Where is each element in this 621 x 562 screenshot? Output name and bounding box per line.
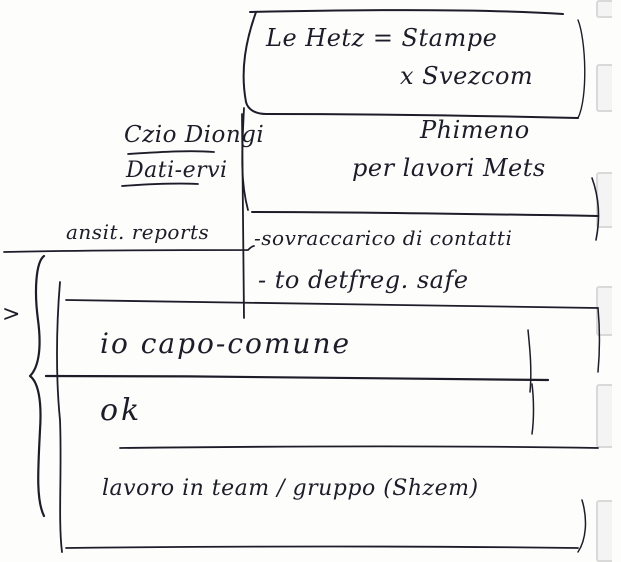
binder-tab: [596, 286, 612, 336]
table-row-3: lavoro in team / gruppo (Shzem): [102, 476, 479, 501]
margin-arrow: >: [2, 302, 21, 327]
binder-tab: [596, 64, 612, 112]
top-box-line-1: Le Hetz = Stampe: [266, 24, 498, 52]
left-note-line-1: Czio Diongi: [124, 122, 265, 148]
binder-tab: [596, 500, 612, 562]
top-box-line-2: x Svezcom: [400, 62, 534, 90]
left-note-line-3: ansit. reports: [66, 220, 210, 244]
middle-note-line-1: -sovraccarico di contatti: [254, 226, 513, 250]
table-row-2: ok: [100, 393, 143, 428]
phone-box-line-1: Phimeno: [420, 116, 530, 144]
middle-note-line-2: - to detfreg. safe: [258, 266, 469, 294]
table-row-1: io capo-comune: [100, 327, 352, 360]
phone-box-line-2: per lavori Mets: [352, 154, 546, 182]
binder-tab: [596, 384, 612, 448]
binder-tab: [596, 0, 612, 18]
left-note-line-2: Dati-ervi: [126, 158, 228, 183]
